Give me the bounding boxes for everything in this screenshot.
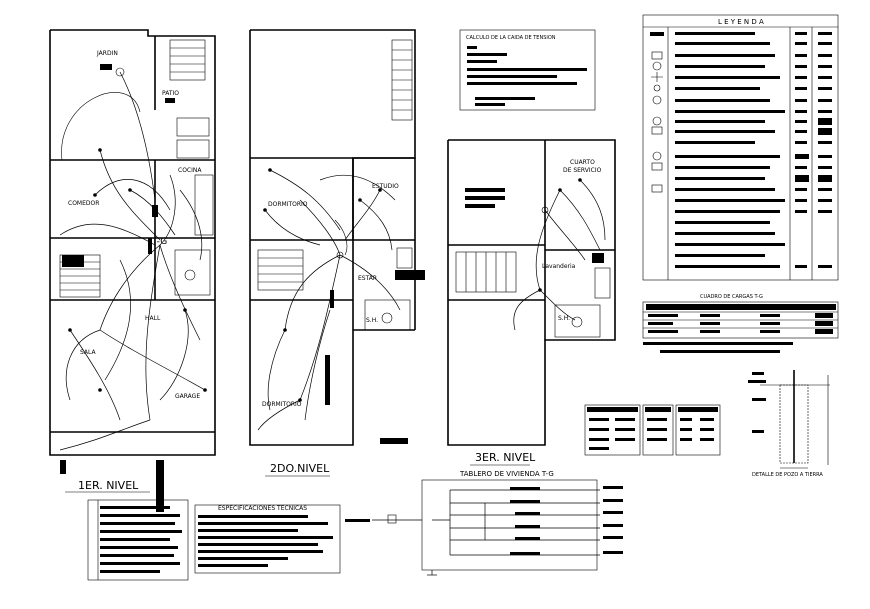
room-label-patio: PATIO — [162, 90, 179, 97]
room-label-cocina: COCINA — [178, 167, 202, 174]
floor-title-third: 3ER. NIVEL — [475, 451, 536, 464]
room-label-cuarto: CUARTO — [570, 159, 595, 166]
room-label-sh-3: S.H. — [558, 315, 570, 322]
room-label-comedor: COMEDOR — [68, 200, 99, 207]
load-table: CUADRO DE CARGAS T-G — [642, 294, 839, 353]
room-label-sh-2: S.H. — [366, 317, 378, 324]
floor-title-first: 1ER. NIVEL — [78, 479, 139, 492]
room-label-hall: HALL — [145, 315, 161, 322]
legend-title: L E Y E N D A — [718, 18, 764, 26]
room-label-dormitorio-1: DORMITORIO — [268, 201, 308, 208]
room-label-estudio: ESTUDIO — [372, 183, 399, 190]
room-label-lavanderia: Lavanderia — [542, 263, 576, 270]
room-label-garage: GARAGE — [175, 393, 200, 400]
room-label-dormitorio-2: DORMITORIO — [262, 401, 302, 408]
first-floor-plan: JARDIN PATIO COCINA COMEDOR T-G HALL SAL… — [49, 29, 216, 512]
room-label-tg: T-G — [151, 237, 167, 247]
room-label-jardin: JARDIN — [96, 50, 118, 57]
third-floor-plan: CUARTO DE SERVICIO Lavanderia S.H. 3ER. … — [447, 139, 616, 466]
voltage-drop-calc-box: CALCULO DE LA CAIDA DE TENSION — [459, 29, 596, 111]
panel-diagram: TABLERO DE VIVIENDA T-G — [345, 470, 623, 576]
floor-title-second: 2DO.NIVEL — [270, 462, 330, 475]
specs-title: ESPECIFICACIONES TECNICAS — [218, 505, 307, 512]
room-label-estar: ESTAR — [358, 275, 377, 282]
panel-title: TABLERO DE VIVIENDA T-G — [459, 470, 554, 478]
small-tables — [584, 404, 721, 456]
second-floor-plan: DORMITORIO ESTUDIO ESTAR S.H. DORMITORIO… — [249, 29, 425, 477]
ground-well-detail: DETALLE DE POZO A TIERRA — [748, 370, 830, 478]
room-label-de-servicio: DE SERVICIO — [563, 167, 602, 174]
voltage-drop-title: CALCULO DE LA CAIDA DE TENSION — [466, 35, 556, 41]
legend-table: L E Y E N D A — [642, 14, 839, 281]
technical-specs: ESPECIFICACIONES TECNICAS — [87, 499, 341, 581]
load-table-title: CUADRO DE CARGAS T-G — [700, 294, 763, 300]
ground-well-title: DETALLE DE POZO A TIERRA — [752, 472, 823, 478]
room-label-sala: SALA — [80, 349, 97, 356]
